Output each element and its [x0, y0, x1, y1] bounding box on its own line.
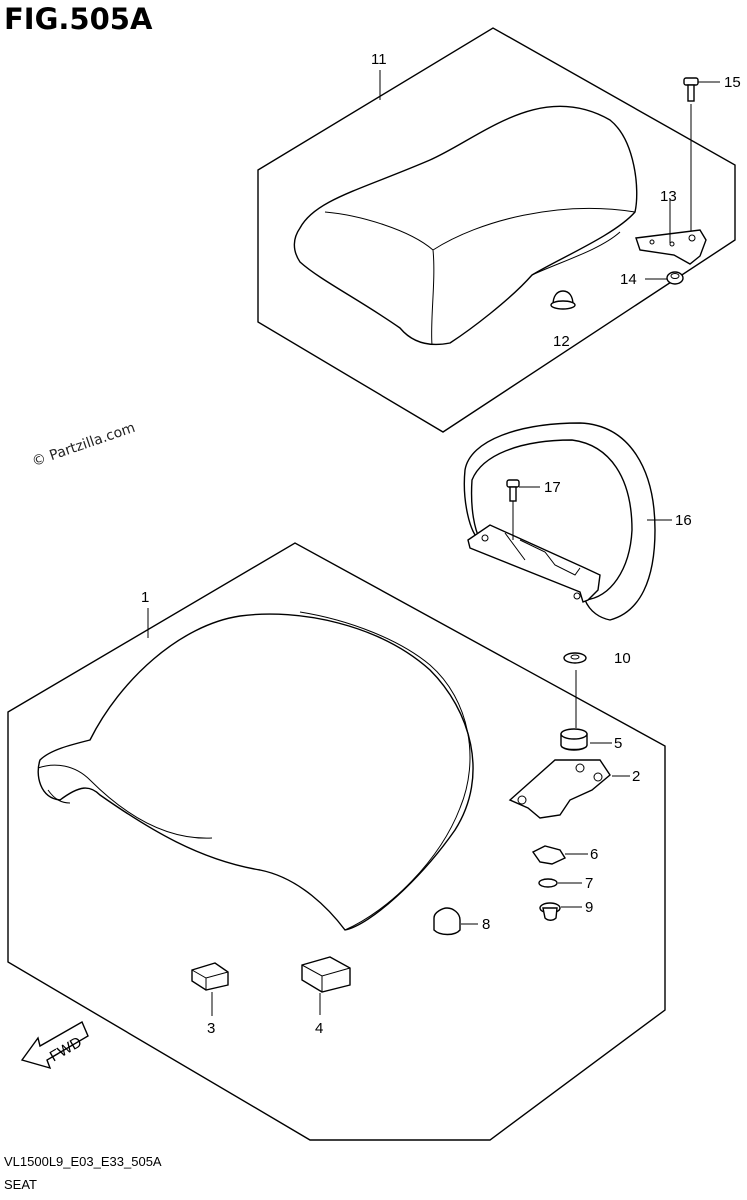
callout-15[interactable]: 15: [724, 74, 741, 91]
callout-6[interactable]: 6: [590, 846, 598, 863]
callout-7[interactable]: 7: [585, 875, 593, 892]
cushion-8[interactable]: [433, 907, 478, 936]
grommet-12[interactable]: [550, 290, 576, 310]
cushion-5[interactable]: [560, 728, 612, 751]
callout-10[interactable]: 10: [614, 650, 631, 667]
callout-4[interactable]: 4: [315, 1020, 323, 1037]
figure-title: FIG.505A: [4, 2, 153, 36]
nut-14[interactable]: [645, 271, 684, 285]
diagram-code: VL1500L9_E03_E33_505A: [4, 1154, 162, 1169]
rear-seat-group-outline: [257, 27, 736, 433]
callout-1[interactable]: 1: [141, 589, 149, 606]
callout-14[interactable]: 14: [620, 271, 637, 288]
bolt-17[interactable]: [506, 479, 540, 540]
callout-17[interactable]: 17: [544, 479, 561, 496]
diagram-caption: SEAT: [4, 1177, 37, 1192]
callout-16[interactable]: 16: [675, 512, 692, 529]
fwd-arrow-icon: FWD: [20, 1021, 89, 1070]
washer-10[interactable]: [563, 652, 587, 728]
callout-3[interactable]: 3: [207, 1020, 215, 1037]
callout-2[interactable]: 2: [632, 768, 640, 785]
bolt-15[interactable]: [683, 77, 720, 102]
callout-11[interactable]: 11: [371, 51, 387, 68]
front-seat-group-outline: [7, 542, 666, 1141]
washer-7[interactable]: [538, 878, 582, 888]
front-seat-cushion[interactable]: [37, 611, 474, 931]
callout-9[interactable]: 9: [585, 899, 593, 916]
strap-bracket[interactable]: [467, 524, 601, 603]
bracket-2[interactable]: [508, 759, 630, 819]
pad-3[interactable]: [191, 962, 229, 1016]
callout-13[interactable]: 13: [660, 188, 677, 205]
pad-4[interactable]: [301, 956, 351, 1015]
bracket-13[interactable]: [635, 200, 707, 265]
collar-9[interactable]: [539, 902, 582, 921]
callout-12[interactable]: 12: [553, 333, 570, 350]
callout-5[interactable]: 5: [614, 735, 622, 752]
seat-strap-16[interactable]: [463, 422, 656, 621]
callout-8[interactable]: 8: [482, 916, 490, 933]
rear-seat-cushion[interactable]: [293, 105, 638, 346]
clip-6[interactable]: [531, 845, 588, 865]
